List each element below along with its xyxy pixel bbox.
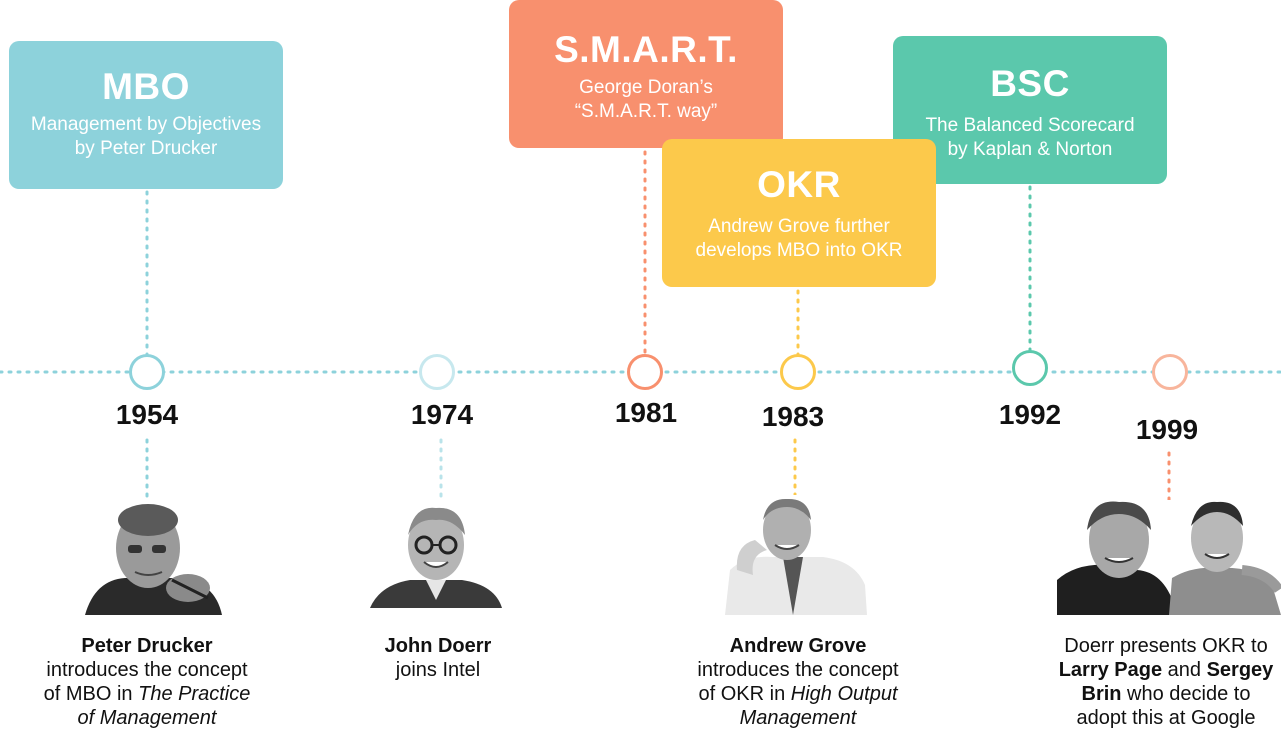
caption-drucker-name: Peter Drucker (81, 635, 213, 657)
smart-subtitle-line1: George Doran’s (579, 77, 713, 98)
caption-grove: Andrew Grove introduces the concept of O… (668, 634, 928, 730)
caption-grove-line2: of OKR in High Output (668, 682, 928, 706)
timeline-node-1974 (419, 354, 455, 390)
caption-grove-line1: introduces the concept (697, 659, 899, 681)
caption-google-sergey: Sergey (1206, 659, 1274, 681)
john-doerr-photo-icon (370, 500, 502, 608)
bsc-subtitle-line2: by Kaplan & Norton (947, 139, 1113, 160)
caption-drucker-book-part1: The Practice (138, 683, 251, 705)
caption-google: Doerr presents OKR to Larry Page and Ser… (1046, 634, 1281, 730)
mbo-subtitle: Management by Objectives by Peter Drucke… (9, 113, 283, 161)
okr-subtitle-line2: develops MBO into OKR (695, 240, 903, 261)
bsc-subtitle-line1: The Balanced Scorecard (925, 115, 1135, 136)
caption-grove-book-part2: Management (739, 707, 857, 729)
caption-google-and: and (1162, 659, 1207, 681)
caption-drucker-book-part2: of Management (77, 707, 217, 729)
timeline-node-1954 (129, 354, 165, 390)
caption-doerr-name: John Doerr (384, 635, 492, 657)
caption-drucker: Peter Drucker introduces the concept of … (17, 634, 277, 730)
mbo-subtitle-line1: Management by Objectives (30, 114, 262, 135)
andrew-grove-photo-icon (725, 495, 867, 615)
year-1999: 1999 (1135, 414, 1199, 445)
okr-subtitle-line1: Andrew Grove further (708, 216, 890, 237)
bsc-title: BSC (990, 63, 1070, 104)
peter-drucker-photo-icon (80, 500, 225, 615)
caption-drucker-line2-text: of MBO in (43, 683, 139, 705)
timeline-node-1992 (1012, 350, 1048, 386)
year-1974: 1974 (410, 399, 474, 430)
smart-card: S.M.A.R.T. George Doran’s “S.M.A.R.T. wa… (509, 0, 783, 148)
bsc-subtitle: The Balanced Scorecard by Kaplan & Norto… (893, 114, 1167, 162)
bsc-card: BSC The Balanced Scorecard by Kaplan & N… (893, 36, 1167, 184)
smart-title: S.M.A.R.T. (554, 29, 738, 70)
caption-drucker-line1: introduces the concept (46, 659, 248, 681)
caption-grove-name: Andrew Grove (729, 635, 867, 657)
year-1983: 1983 (761, 401, 825, 432)
caption-google-line3: Brin who decide to (1046, 682, 1281, 706)
year-1981: 1981 (614, 397, 678, 428)
caption-drucker-line2: of MBO in The Practice (17, 682, 277, 706)
smart-subtitle: George Doran’s “S.M.A.R.T. way” (509, 76, 783, 124)
mbo-subtitle-line2: by Peter Drucker (74, 138, 218, 159)
caption-google-line3-text: who decide to (1121, 683, 1251, 705)
okr-card: OKR Andrew Grove further develops MBO in… (662, 139, 936, 287)
mbo-card: MBO Management by Objectives by Peter Dr… (9, 41, 283, 189)
timeline-node-1999 (1152, 354, 1188, 390)
year-1954: 1954 (115, 399, 179, 430)
caption-grove-book-part1: High Output (790, 683, 898, 705)
smart-subtitle-line2: “S.M.A.R.T. way” (574, 101, 718, 122)
caption-grove-line2-text: of OKR in (698, 683, 791, 705)
caption-doerr: John Doerr joins Intel (308, 634, 568, 682)
caption-doerr-line1: joins Intel (395, 659, 481, 681)
timeline-node-1981 (627, 354, 663, 390)
caption-google-line4: adopt this at Google (1076, 707, 1256, 729)
year-1992: 1992 (998, 399, 1062, 430)
caption-google-line1: Doerr presents OKR to (1064, 635, 1268, 657)
caption-google-brin: Brin (1081, 683, 1122, 705)
okr-subtitle: Andrew Grove further develops MBO into O… (662, 215, 936, 263)
mbo-title: MBO (102, 66, 190, 107)
page-brin-photo-icon (1057, 500, 1281, 615)
caption-google-line2: Larry Page and Sergey (1046, 658, 1281, 682)
okr-title: OKR (757, 164, 841, 205)
caption-google-larry-page: Larry Page (1058, 659, 1163, 681)
timeline-node-1983 (780, 354, 816, 390)
